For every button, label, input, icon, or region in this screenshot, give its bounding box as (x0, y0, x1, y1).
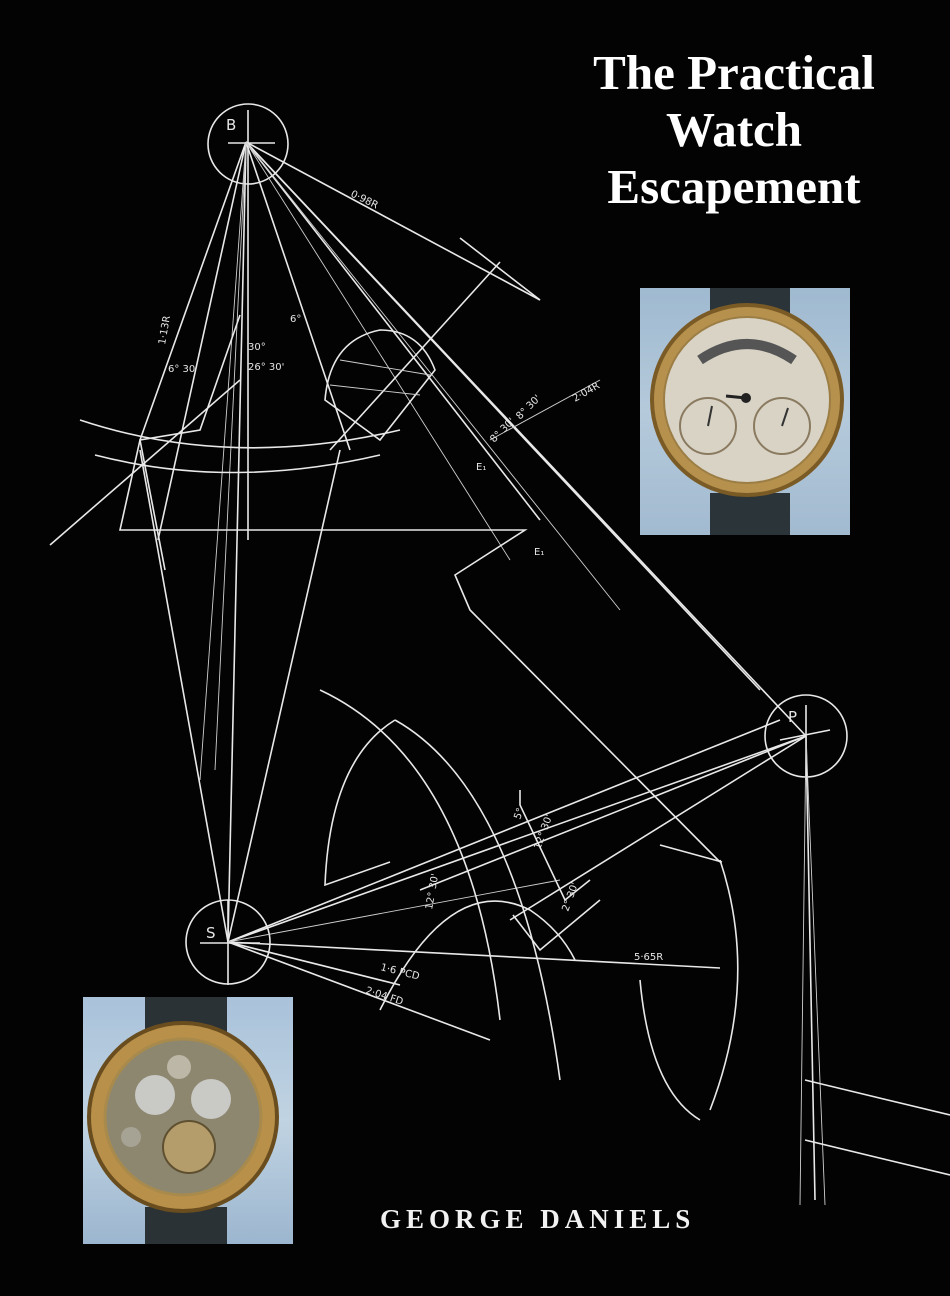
svg-text:E₁: E₁ (476, 462, 486, 473)
svg-text:8° 30': 8° 30' (488, 416, 517, 445)
svg-text:6°: 6° (290, 314, 301, 325)
svg-text:1·13R: 1·13R (157, 315, 173, 346)
title-line: Watch (665, 102, 803, 157)
svg-text:2·04 FD: 2·04 FD (364, 985, 405, 1008)
svg-text:5·65R: 5·65R (634, 952, 663, 963)
svg-text:8° 30': 8° 30' (514, 393, 543, 422)
title-line: The Practical (593, 45, 875, 100)
svg-text:1·6 PCD: 1·6 PCD (379, 962, 421, 982)
svg-text:0·98R: 0·98R (349, 189, 380, 212)
svg-text:6° 30': 6° 30' (168, 364, 198, 375)
escape-wheel-arcs (319, 689, 739, 1121)
title-line: Escapement (607, 159, 861, 214)
label-b: B (226, 116, 236, 134)
svg-text:12° 30': 12° 30' (424, 873, 441, 911)
author-name: GEORGE DANIELS (380, 1204, 696, 1234)
lines-from-b (139, 141, 807, 941)
svg-text:2·04R: 2·04R (571, 380, 602, 404)
lines-from-s (139, 449, 807, 1041)
watch-dial-photo (640, 288, 850, 535)
lines-from-p (419, 735, 950, 1206)
book-title: The Practical Watch Escapement (554, 44, 914, 215)
label-p: P (788, 708, 797, 726)
svg-text:E₁: E₁ (534, 547, 544, 558)
svg-text:30°: 30° (248, 342, 266, 353)
label-s: S (206, 924, 216, 942)
watch-dial-image (650, 288, 844, 535)
watch-movement-photo (83, 997, 293, 1244)
pallet-outlines (49, 237, 721, 863)
watch-movement-image (87, 997, 279, 1244)
svg-text:5°: 5° (512, 807, 526, 821)
svg-text:26° 30': 26° 30' (248, 362, 284, 373)
dimension-labels: 0·98R 2·04R 1·13R 5·65R 1·6 PCD 2·04 FD … (157, 189, 663, 1008)
